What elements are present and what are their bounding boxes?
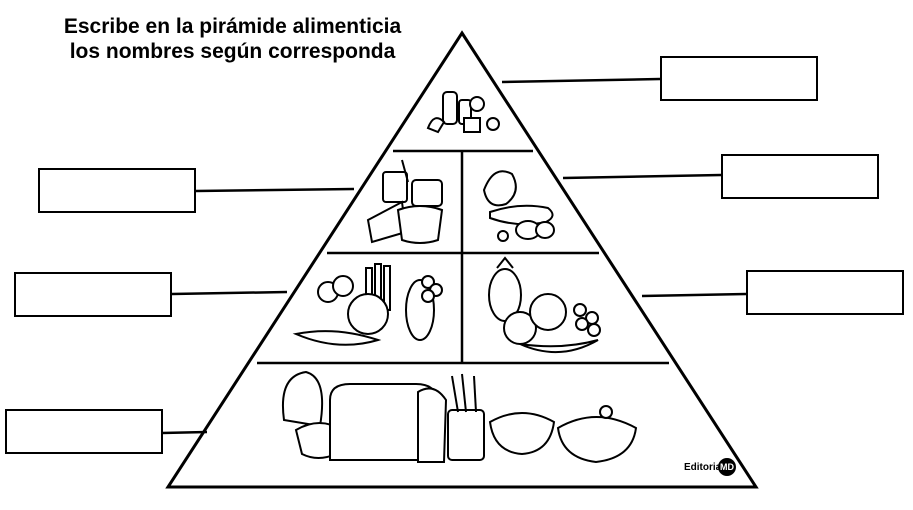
title-line-1: Escribe en la pirámide alimenticia: [63, 15, 402, 38]
answer-box-middle-right[interactable]: [721, 154, 879, 199]
grains-bread-icon: [282, 370, 638, 464]
answer-box-lower-left[interactable]: [14, 272, 172, 317]
dairy-icon: [366, 159, 444, 244]
connector-lower-left: [171, 290, 288, 296]
connector-lower-right: [641, 292, 747, 298]
meat-fish-eggs-icon: [482, 170, 555, 242]
brand-text: Editorial: [684, 462, 725, 473]
title-line-2: los nombres según corresponda: [69, 40, 396, 63]
connector-middle-left: [195, 187, 355, 193]
connector-base-left: [161, 430, 208, 435]
connector-middle-right: [562, 173, 722, 180]
answer-box-lower-right[interactable]: [746, 270, 904, 315]
answer-box-middle-left[interactable]: [38, 168, 196, 213]
fats-sweets-icon: [426, 91, 500, 134]
answer-box-base-left[interactable]: [5, 409, 163, 454]
worksheet-title: Escribe en la pirámide alimenticia los n…: [0, 14, 465, 64]
connector-top-right: [501, 77, 661, 84]
answer-box-top-right[interactable]: [660, 56, 818, 101]
fruits-icon: [488, 256, 601, 353]
brand-logo: MD: [718, 458, 736, 476]
vegetables-icon: [292, 263, 443, 346]
